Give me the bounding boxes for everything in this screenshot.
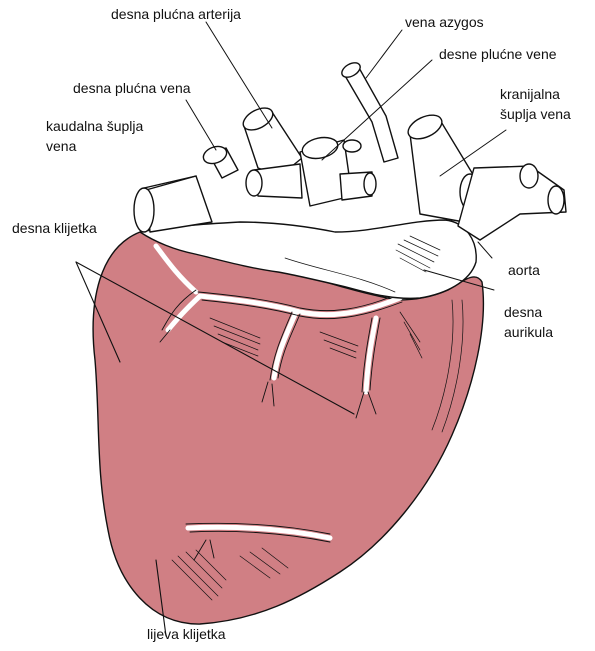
label-kaudalna-2: vena: [46, 138, 76, 155]
label-aorta: aorta: [508, 262, 540, 279]
label-kranijalna-2: šuplja vena: [500, 106, 571, 123]
kaudalna-supljna-vena: [146, 176, 212, 232]
label-desna-klijetka: desna klijetka: [12, 220, 97, 237]
label-desna-plucna-arterija: desna plućna arterija: [111, 6, 241, 23]
label-kranijalna-1: kranijalna: [500, 86, 560, 103]
label-kaudalna-1: kaudalna šuplja: [46, 118, 143, 135]
label-desna-aurikula-2: aurikula: [504, 324, 553, 341]
label-vena-azygos: vena azygos: [405, 14, 484, 31]
label-desna-aurikula-1: desna: [504, 304, 542, 321]
label-desna-plucna-vena: desna plućna vena: [73, 80, 191, 97]
label-lijeva-klijetka: lijeva klijetka: [147, 626, 226, 643]
label-desne-plucne-vene: desne plućne vene: [439, 46, 557, 63]
